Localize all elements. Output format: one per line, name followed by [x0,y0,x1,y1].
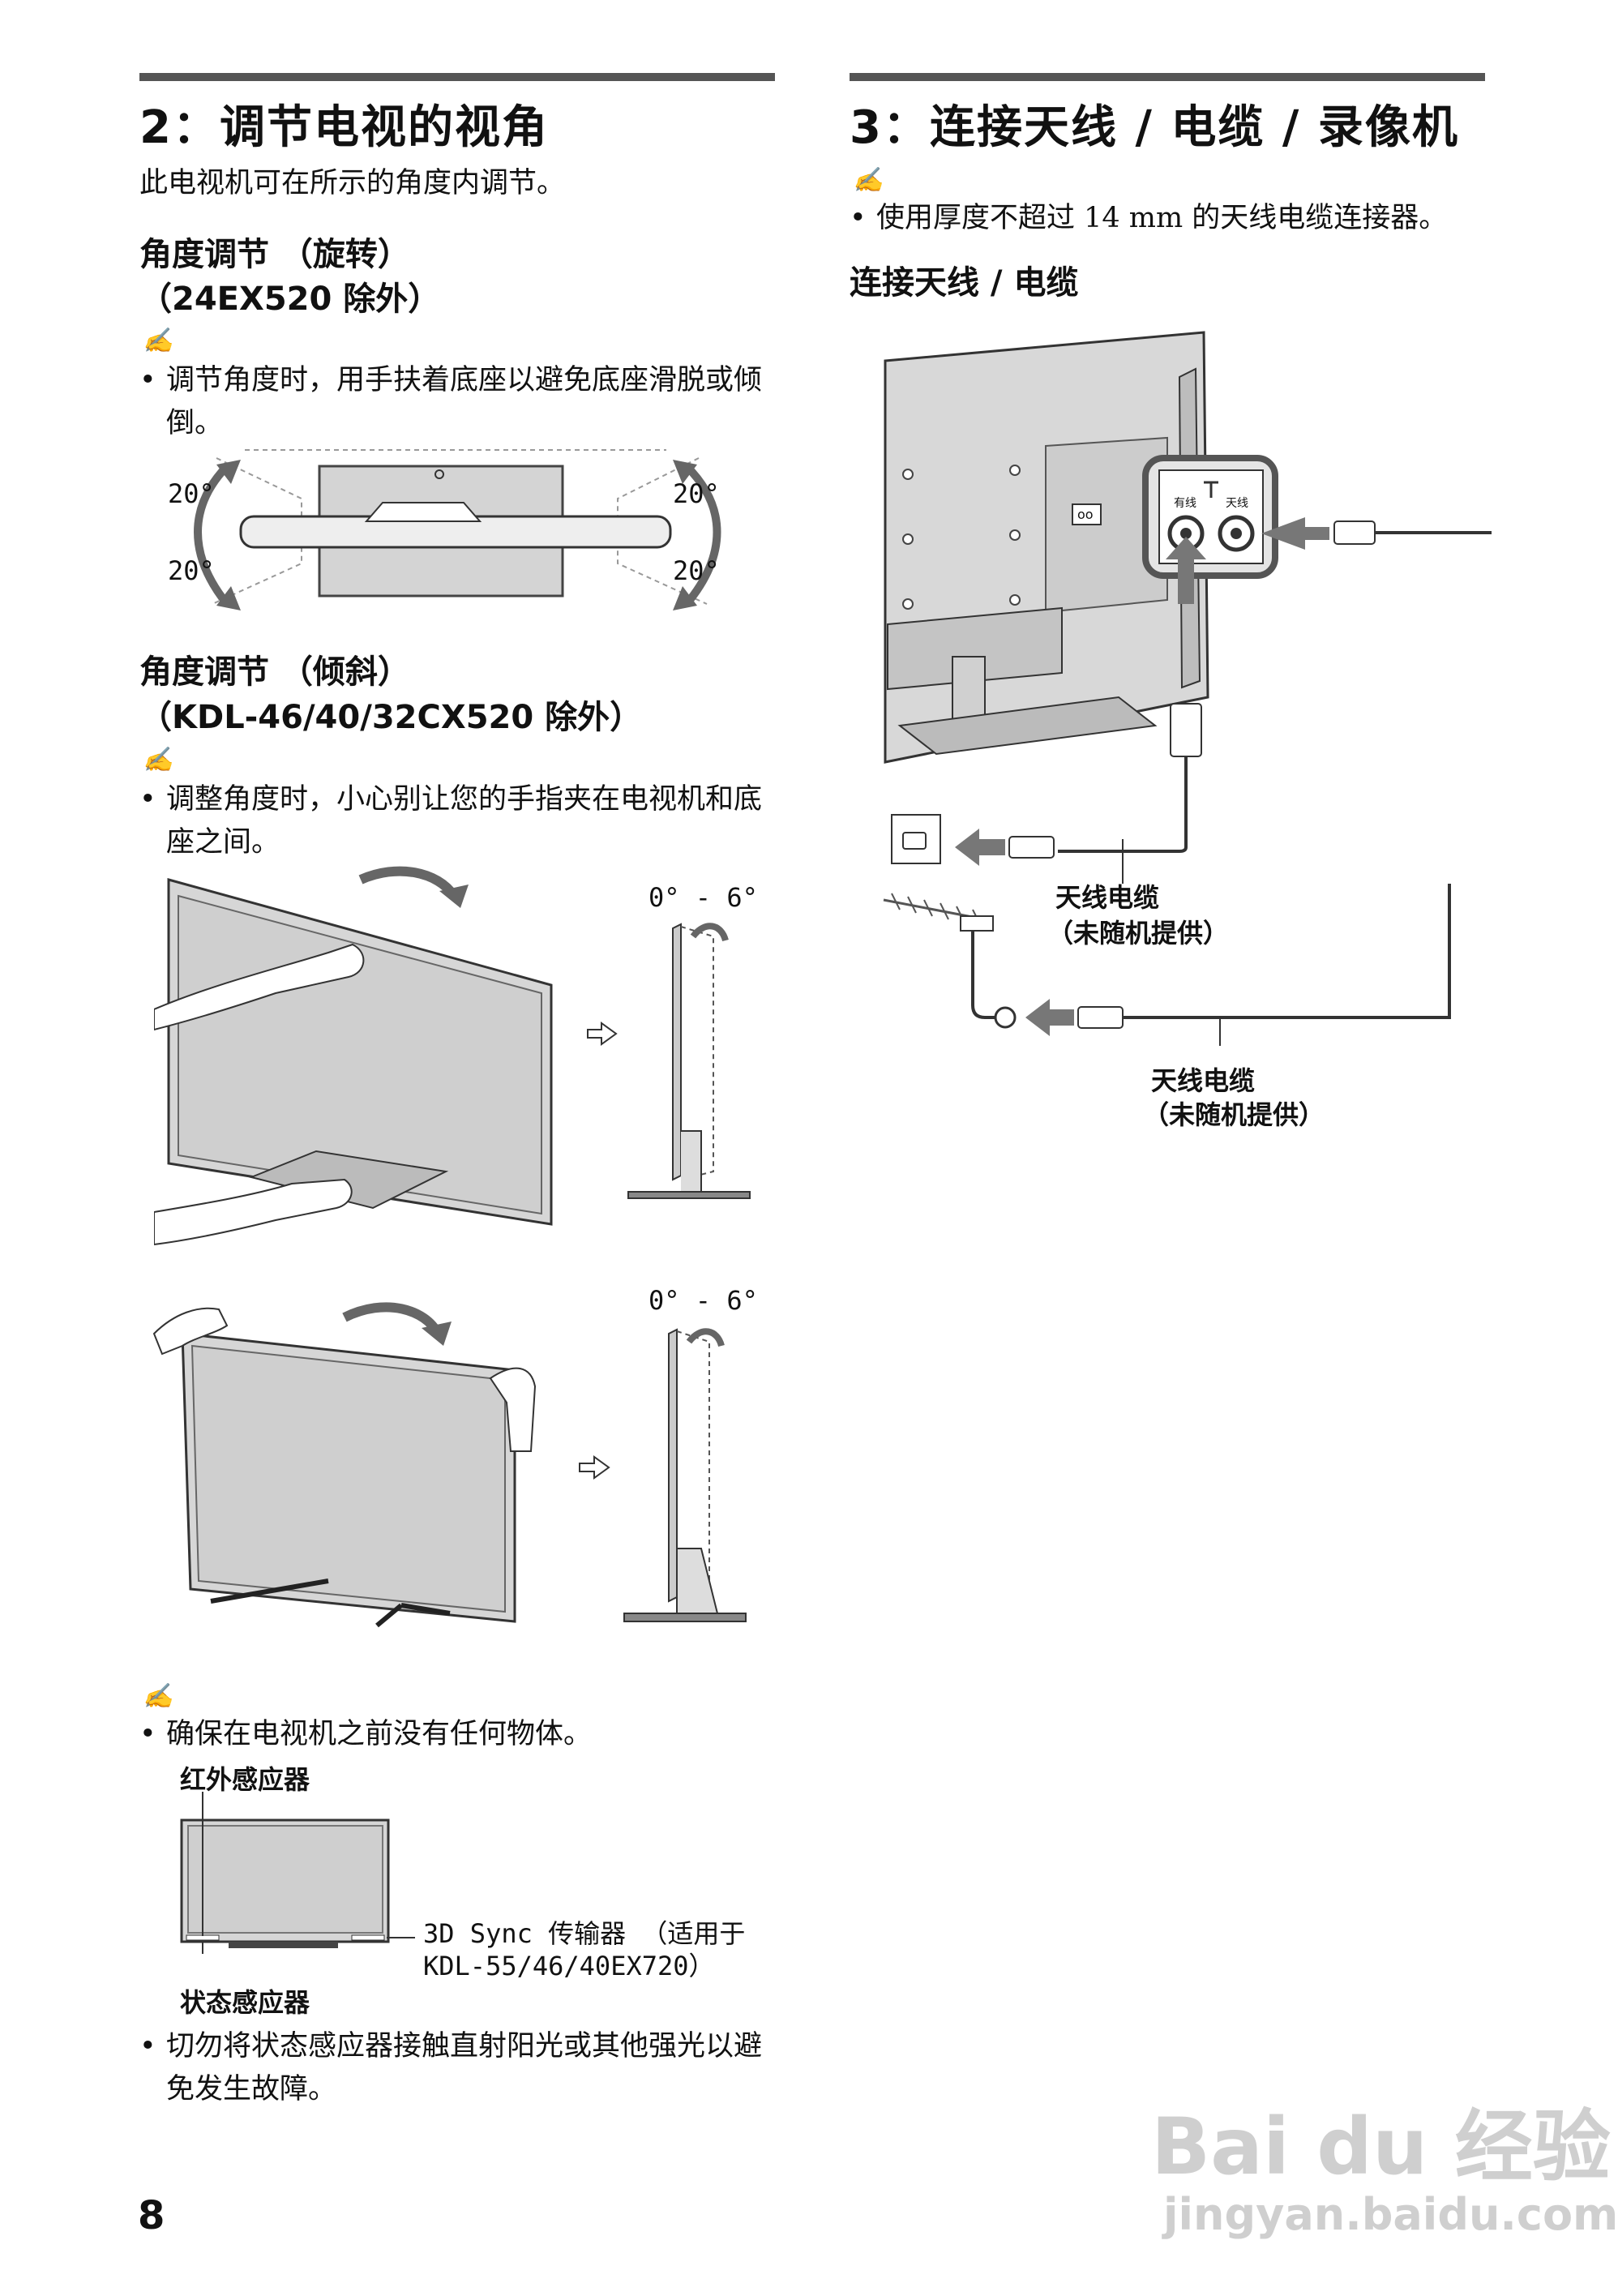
port-label-antenna: 天线 [1226,497,1248,510]
sensor-figure [180,1792,415,1954]
port-label-cable: 有线 [1174,497,1196,510]
tilt-figure-1 [154,866,751,1246]
pencil-note-icon: ✍ [853,166,884,195]
right-section-rule [850,73,1485,81]
left-section-title: 2：调节电视的视角 [139,101,549,154]
sensor-warning-text: 切勿将状态感应器接触直射阳光或其他强光以避免发生故障。 [166,2030,763,2105]
left-section-rule [139,73,775,81]
rotate-note-text: 调节角度时，用手扶着底座以避免底座滑脱或倾倒。 [166,364,763,439]
cable-label-1-line2: （未随机提供） [1047,918,1230,949]
right-section-title: 3：连接天线 / 电缆 / 录像机 [850,101,1459,154]
ir-sensor-label: 红外感应器 [180,1764,310,1795]
tilt-note-text: 调整角度时，小心别让您的手指夹在电视机和底座之间。 [166,783,763,859]
sensor-note: • 确保在电视机之前没有任何物体。 [139,1713,764,1756]
sync-label-line2: KDL-55/46/40EX720） [423,1951,715,1981]
tilt-heading-line1: 角度调节 （倾斜） [139,653,410,691]
pencil-note-icon: ✍ [143,327,173,355]
svg-text:oo: oo [1077,507,1094,522]
rotate-heading-line2: （24EX520 除外） [139,281,441,318]
angle-top-right: 20° [673,478,720,509]
tilt-range-1: 0° - 6° [648,882,758,913]
sensor-warning: • 切勿将状态感应器接触直射阳光或其他强光以避免发生故障。 [139,2025,764,2111]
angle-bottom-left: 20° [168,555,215,586]
rotate-figure [194,449,721,610]
right-note: • 使用厚度不超过 14 mm 的天线电缆连接器。 [850,197,1482,240]
status-sensor-label: 状态感应器 [180,1987,310,2018]
cable-label-2-line1: 天线电缆 [1151,1065,1256,1096]
tilt-figure-2 [152,1302,747,1628]
intro-text: 此电视机可在所示的角度内调节。 [139,167,566,199]
tilt-note: • 调整角度时，小心别让您的手指夹在电视机和底座之间。 [139,778,764,864]
cable-label-1-line1: 天线电缆 [1055,882,1160,913]
connection-figure: oo [884,331,1492,866]
right-sub-heading: 连接天线 / 电缆 [850,264,1079,302]
sensor-note-text: 确保在电视机之前没有任何物体。 [166,1718,593,1750]
tilt-heading-line2: （KDL-46/40/32CX520 除外） [139,699,643,736]
pencil-note-icon: ✍ [143,1682,173,1711]
watermark-brand: Bai du 经验 [1151,2101,1611,2192]
antenna-figure [883,884,1451,1046]
page-number: 8 [138,2193,165,2238]
cable-label-2-line2: （未随机提供） [1143,1099,1325,1130]
angle-top-left: 20° [168,478,215,509]
pencil-note-icon: ✍ [143,746,173,774]
tilt-range-2: 0° - 6° [648,1285,758,1316]
angle-bottom-right: 20° [673,555,720,586]
cable-label-leader [1122,839,1124,884]
rotate-note: • 调节角度时，用手扶着底座以避免底座滑脱或倾倒。 [139,359,764,445]
sync-label-line1: 3D Sync 传输器 （适用于 [423,1918,746,1949]
rotate-heading-line1: 角度调节 （旋转） [139,236,410,273]
watermark-url: jingyan.baidu.com [1163,2189,1618,2240]
right-note-text: 使用厚度不超过 14 mm 的天线电缆连接器。 [876,202,1448,234]
